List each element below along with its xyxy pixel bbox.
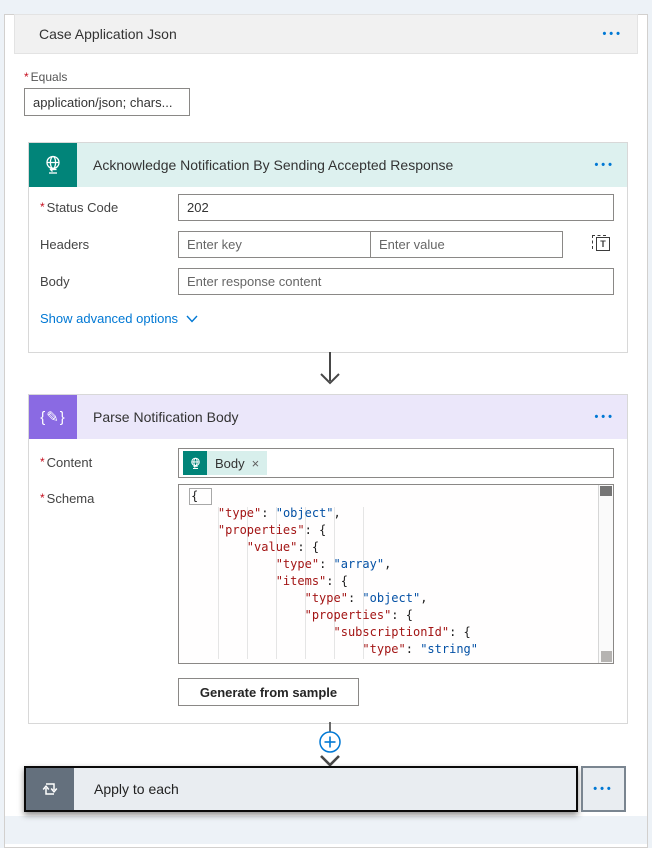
apply-to-each-title: Apply to each <box>94 781 179 797</box>
insert-step-button[interactable] <box>318 730 342 754</box>
parse-action-title: Parse Notification Body <box>93 409 239 425</box>
response-action-title: Acknowledge Notification By Sending Acce… <box>93 157 454 173</box>
response-action-header[interactable]: Acknowledge Notification By Sending Acce… <box>29 143 627 187</box>
connector-arrow <box>320 352 340 385</box>
schema-code[interactable]: { "type": "object", "properties": { "val… <box>189 488 478 656</box>
scrollbar-thumb[interactable] <box>600 486 612 496</box>
body-token-chip[interactable]: Body × <box>183 451 268 475</box>
content-input[interactable]: Body × <box>178 448 614 478</box>
body-label: Body <box>40 274 70 289</box>
braces-pencil-icon: {✎} <box>29 395 77 439</box>
switch-to-text-mode-icon[interactable]: T <box>591 234 611 254</box>
equals-label: *Equals <box>24 70 68 84</box>
response-action-card: Acknowledge Notification By Sending Acce… <box>28 142 628 353</box>
headers-key-input[interactable] <box>178 231 371 258</box>
apply-to-each-card[interactable]: Apply to each <box>24 766 578 812</box>
loop-icon <box>26 768 74 810</box>
parse-menu-button[interactable]: ••• <box>594 411 615 423</box>
case-title: Case Application Json <box>39 26 177 42</box>
chip-remove-icon[interactable]: × <box>251 455 260 471</box>
schema-label: *Schema <box>40 491 95 506</box>
editor-scrollbar[interactable] <box>598 485 613 663</box>
show-advanced-options-link[interactable]: Show advanced options <box>40 311 198 326</box>
globe-response-icon <box>29 143 77 187</box>
chip-label: Body <box>215 455 245 471</box>
connector-insert <box>320 722 340 767</box>
response-menu-button[interactable]: ••• <box>594 159 615 171</box>
schema-editor[interactable]: { "type": "object", "properties": { "val… <box>178 484 614 664</box>
required-marker: * <box>24 70 29 84</box>
globe-response-icon <box>183 451 207 475</box>
headers-value-input[interactable] <box>370 231 563 258</box>
headers-label: Headers <box>40 237 90 252</box>
resize-grip[interactable] <box>601 651 612 662</box>
body-input[interactable] <box>178 268 614 295</box>
case-header[interactable]: Case Application Json ••• <box>14 14 638 54</box>
chevron-down-icon <box>186 315 198 323</box>
status-code-input[interactable] <box>178 194 614 221</box>
equals-input[interactable] <box>24 88 190 116</box>
generate-from-sample-button[interactable]: Generate from sample <box>178 678 359 706</box>
apply-menu-button[interactable]: ••• <box>581 766 626 812</box>
case-inner-canvas <box>5 816 647 844</box>
status-code-label: *Status Code <box>40 200 119 215</box>
parse-action-header[interactable]: {✎} Parse Notification Body ••• <box>29 395 627 439</box>
case-menu-button[interactable]: ••• <box>602 28 623 40</box>
content-label: *Content <box>40 455 93 470</box>
